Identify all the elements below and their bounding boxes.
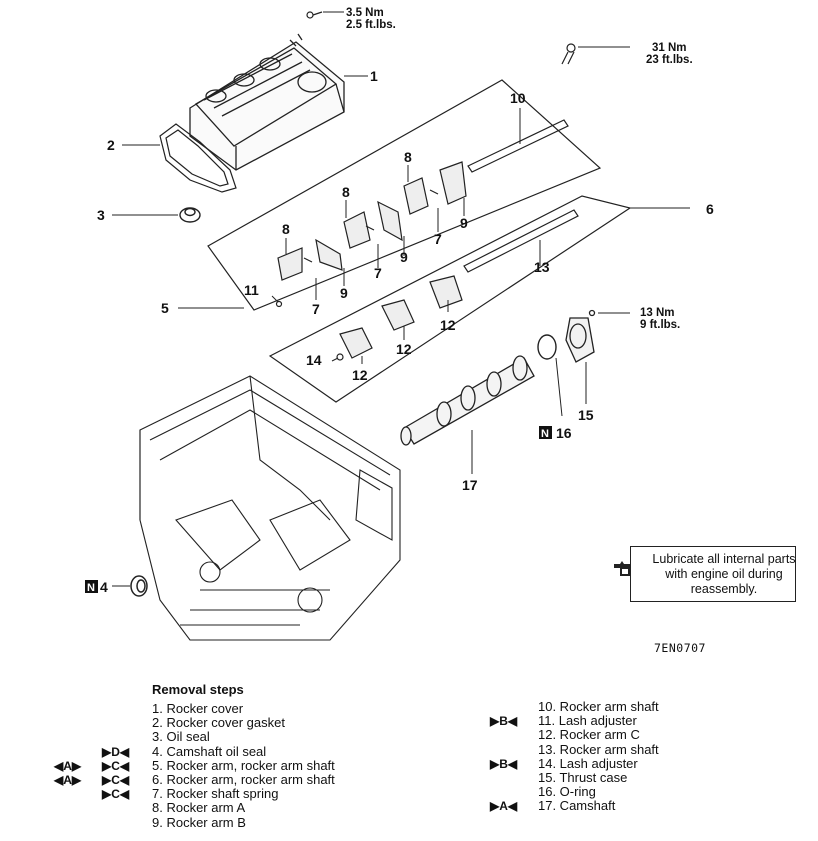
removal-step-text: 13. Rocker arm shaft (538, 741, 659, 757)
camshaft (400, 355, 535, 446)
exploded-view-diagram: 1 2 3 5 6 10 11 13 14 15 16 17 4 8 8 8 9… (85, 7, 714, 655)
lubrication-note-text: Lubricate all internal parts with engine… (652, 552, 796, 596)
torque-top-nm: 3.5 Nm (346, 7, 384, 19)
callout-1: 1 (370, 68, 378, 84)
torque-right-ft: 23 ft.lbs. (646, 54, 693, 66)
callout-2: 2 (107, 137, 115, 153)
cover-bolt (306, 11, 323, 19)
removal-step: 8. Rocker arm A (152, 801, 335, 815)
oil-seal (179, 207, 201, 223)
torque-mid-nm: 13 Nm (640, 307, 675, 319)
new-part-marker-16: N (539, 426, 552, 440)
rocker-shaft-assembly-2 (268, 195, 632, 403)
removal-step-text: 11. Lash adjuster (538, 713, 637, 729)
installation-marker: ◀A▶ (54, 758, 82, 773)
callout-12: 12 (396, 341, 412, 357)
torque-right-nm: 31 Nm (652, 42, 687, 54)
removal-step-text: 2. Rocker cover gasket (152, 715, 285, 731)
removal-step: ▶B◀ 11. Lash adjuster (490, 713, 659, 729)
removal-marker: ▶C◀ (102, 787, 130, 802)
removal-step: 13. Rocker arm shaft (538, 741, 659, 757)
new-part-marker-4: N (85, 580, 98, 594)
removal-step: ◀A▶ ▶C◀ 5. Rocker arm, rocker arm shaft (54, 757, 335, 773)
callout-11: 11 (244, 282, 259, 298)
removal-step-text: 9. Rocker arm B (152, 814, 246, 830)
removal-marker: ▶B◀ (490, 714, 518, 729)
removal-marker: ▶A◀ (490, 799, 518, 814)
callout-7: 7 (434, 231, 442, 247)
removal-step-text: 4. Camshaft oil seal (152, 743, 267, 759)
removal-step: 9. Rocker arm B (152, 814, 335, 830)
callout-9: 9 (460, 215, 468, 231)
callout-8: 8 (282, 221, 290, 237)
removal-steps-title: Removal steps (152, 682, 244, 697)
callout-3: 3 (97, 207, 105, 223)
removal-step: ◀A▶ ▶C◀ 6. Rocker arm, rocker arm shaft (54, 771, 335, 787)
engine-block (139, 375, 401, 641)
callout-12: 12 (352, 367, 368, 383)
removal-step: 15. Thrust case (538, 769, 659, 785)
removal-marker: ▶C◀ (102, 758, 130, 773)
removal-step-text: 6. Rocker arm, rocker arm shaft (152, 771, 335, 787)
removal-step-text: 15. Thrust case (538, 769, 628, 785)
removal-step-text: 12. Rocker arm C (538, 727, 640, 743)
callout-16: 16 (556, 425, 572, 441)
removal-step-text: 17. Camshaft (538, 798, 616, 814)
removal-step: ▶D◀ 4. Camshaft oil seal (102, 743, 335, 759)
removal-step: 3. Oil seal (152, 730, 335, 744)
lubrication-note: Lubricate all internal parts with engine… (630, 546, 796, 602)
installation-marker: ◀A▶ (54, 772, 82, 787)
figure-code: 7EN0707 (654, 641, 706, 655)
removal-step: ▶A◀ 17. Camshaft (490, 798, 659, 814)
callout-10: 10 (510, 90, 526, 106)
callout-17: 17 (462, 477, 478, 493)
removal-step: 16. O-ring (538, 785, 659, 799)
rocker-shaft-assembly-1 (207, 79, 602, 311)
shaft-bolt (561, 43, 576, 65)
removal-marker: ▶B◀ (490, 756, 518, 771)
rocker-cover-gasket (159, 123, 237, 193)
removal-step-text: 8. Rocker arm A (152, 800, 246, 816)
callout-7: 7 (374, 265, 382, 281)
camshaft-oil-seal (130, 575, 148, 597)
removal-step: ▶C◀ 7. Rocker shaft spring (102, 786, 335, 802)
callout-12: 12 (440, 317, 456, 333)
callout-9: 9 (400, 249, 408, 265)
callout-7: 7 (312, 301, 320, 317)
callout-14: 14 (306, 352, 322, 368)
callout-8: 8 (342, 184, 350, 200)
callout-5: 5 (161, 300, 169, 316)
torque-top-ft: 2.5 ft.lbs. (346, 19, 396, 31)
removal-step-text: 5. Rocker arm, rocker arm shaft (152, 757, 335, 773)
rocker-cover (189, 33, 345, 171)
removal-step: 1. Rocker cover (152, 701, 335, 716)
torque-mid-ft: 9 ft.lbs. (640, 319, 680, 331)
removal-marker: ▶C◀ (102, 772, 130, 787)
callout-8: 8 (404, 149, 412, 165)
svg-text:N: N (87, 582, 95, 594)
callout-6: 6 (706, 201, 714, 217)
svg-text:N: N (541, 428, 549, 440)
removal-step-text: 16. O-ring (538, 784, 596, 800)
removal-step-text: 7. Rocker shaft spring (152, 786, 279, 802)
leader-lines (112, 11, 690, 587)
o-ring (537, 334, 557, 360)
thrust-case (565, 309, 596, 363)
callout-15: 15 (578, 407, 594, 423)
callout-9: 9 (340, 285, 348, 301)
removal-step-text: 3. Oil seal (152, 729, 210, 745)
removal-step: 10. Rocker arm shaft (538, 699, 659, 714)
callout-13: 13 (534, 259, 550, 275)
removal-step-text: 14. Lash adjuster (538, 755, 638, 771)
removal-marker: ▶D◀ (102, 744, 130, 759)
removal-step: 12. Rocker arm C (538, 728, 659, 742)
removal-steps-right: 10. Rocker arm shaft ▶B◀ 11. Lash adjuster… (490, 699, 659, 814)
removal-step-text: 1. Rocker cover (152, 701, 244, 716)
removal-step: 2. Rocker cover gasket (152, 716, 335, 730)
removal-step-text: 10. Rocker arm shaft (538, 699, 659, 714)
callout-4: 4 (100, 579, 108, 595)
removal-step: ▶B◀ 14. Lash adjuster (490, 755, 659, 771)
